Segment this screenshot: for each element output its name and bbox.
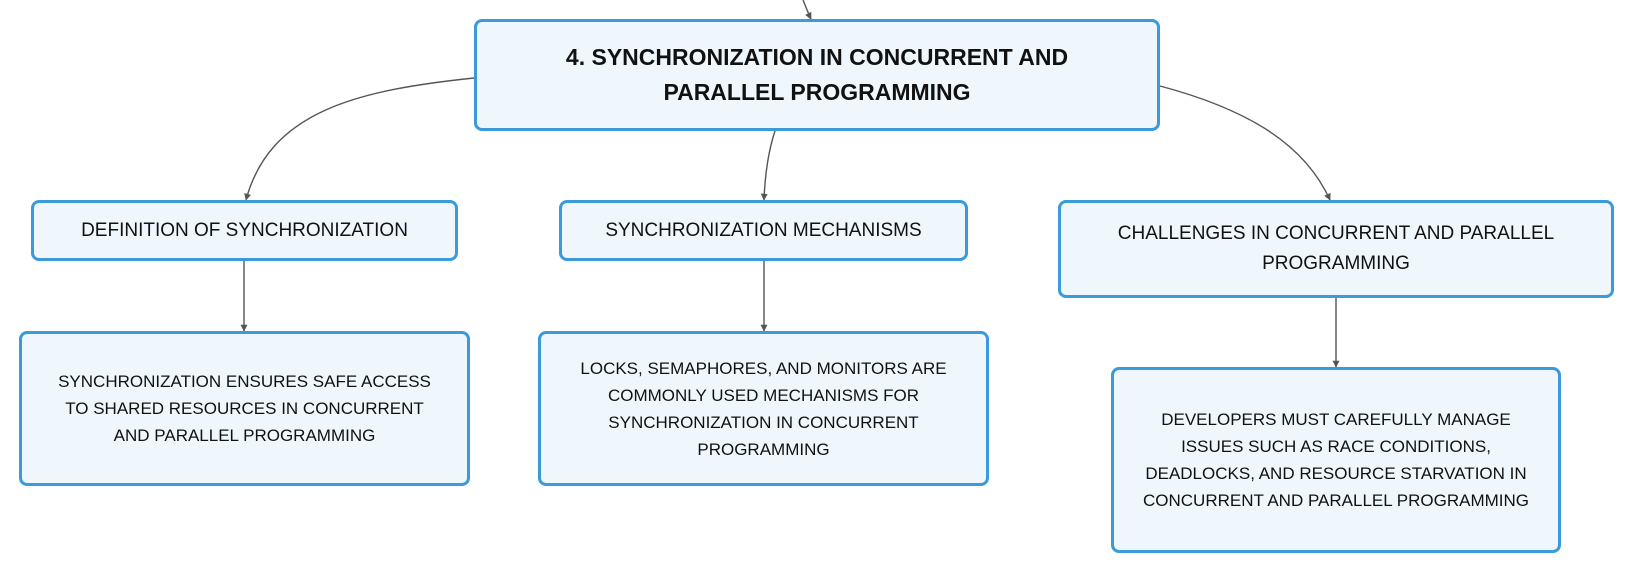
edge-parent-to-root [802,0,812,20]
branch-label-definition: DEFINITION OF SYNCHRONIZATION [81,219,408,241]
detail-node-mechanisms[interactable]: LOCKS, SEMAPHORES, AND MONITORS ARE COMM… [538,331,989,486]
branch-label-challenges: CHALLENGES IN CONCURRENT AND PARALLEL PR… [1117,223,1555,274]
detail-text-definition: SYNCHRONIZATION ENSURES SAFE ACCESS TO S… [58,372,431,445]
root-topic-label: 4. SYNCHRONIZATION IN CONCURRENT AND PAR… [565,44,1069,105]
detail-text-mechanisms: LOCKS, SEMAPHORES, AND MONITORS ARE COMM… [580,358,947,459]
edge-root-to-mechanisms [760,130,776,201]
detail-text-challenges: DEVELOPERS MUST CAREFULLY MANAGE ISSUES … [1142,410,1530,510]
edge-root-to-definition [244,77,475,201]
branch-node-definition[interactable]: DEFINITION OF SYNCHRONIZATION [31,200,458,261]
detail-node-definition[interactable]: SYNCHRONIZATION ENSURES SAFE ACCESS TO S… [19,331,470,486]
branch-label-mechanisms: SYNCHRONIZATION MECHANISMS [605,219,922,241]
detail-node-challenges[interactable]: DEVELOPERS MUST CAREFULLY MANAGE ISSUES … [1111,367,1561,553]
branch-node-mechanisms[interactable]: SYNCHRONIZATION MECHANISMS [559,200,968,261]
branch-node-challenges[interactable]: CHALLENGES IN CONCURRENT AND PARALLEL PR… [1058,200,1614,298]
root-topic-node[interactable]: 4. SYNCHRONIZATION IN CONCURRENT AND PAR… [474,19,1160,131]
edge-root-to-challenges [1159,85,1331,201]
